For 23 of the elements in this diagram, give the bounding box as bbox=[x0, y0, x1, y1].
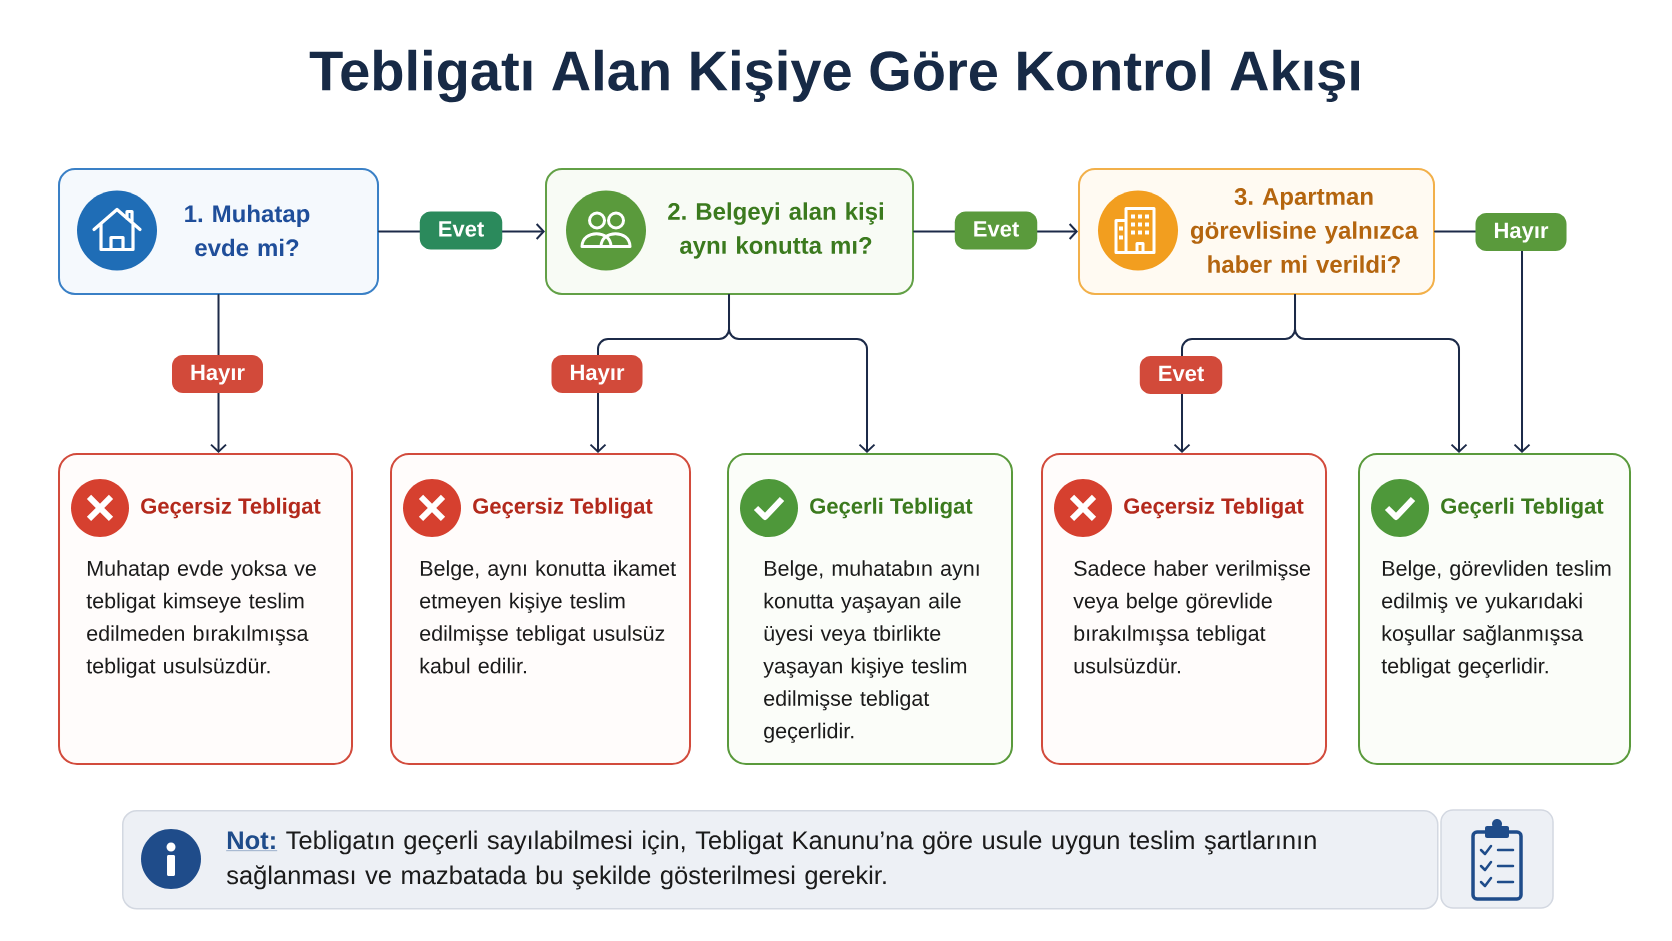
result-text: Muhatap evde yoksa ve tebligat kimseye teslim edilmeden bırakılmışsa tebligat usulsüzdür. bbox=[86, 560, 316, 678]
arrow bbox=[728, 294, 876, 453]
edge-label: Hayır bbox=[551, 355, 643, 393]
result-heading: Geçersiz Tebligat bbox=[141, 497, 321, 519]
result-text: Belge, görevliden teslim edilmiş ve yukarıdaki koşullar sağlanmışsa tebligat geçerlidir. bbox=[1381, 560, 1611, 678]
title: Tebligatı Alan Kişiye Göre Kontrol Akışı bbox=[309, 49, 1359, 103]
result-heading: Geçerli Tebligat bbox=[810, 497, 973, 519]
result-heading: Geçerli Tebligat bbox=[1441, 497, 1604, 519]
question-text: 2. Belgeyi alan kişi aynı konutta mı? bbox=[668, 202, 883, 259]
edge-label: Evet bbox=[1139, 356, 1223, 394]
edge-label: Hayır bbox=[172, 355, 264, 393]
arrow bbox=[1294, 294, 1468, 453]
edge-label: Evet bbox=[954, 211, 1038, 250]
result-text: Belge, muhatabın aynı konutta yaşayan aile üyesi veya tbirlikte yaşayan kişiye teslim edilmişse tebligat geçerlidir. bbox=[763, 560, 979, 743]
result-heading: Geçersiz Tebligat bbox=[473, 497, 653, 519]
result-text: Belge, aynı konutta ikamet etmeyen kişiye teslim edilmişse tebligat usulsüz kabul edilir. bbox=[420, 560, 676, 674]
edge-label: Hayır bbox=[1475, 213, 1567, 251]
edge-label: Evet bbox=[419, 211, 503, 250]
question-text: 1. Muhatap evde mi? bbox=[185, 204, 310, 257]
result-heading: Geçersiz Tebligat bbox=[1124, 497, 1304, 519]
question-text: 3. Apartman görevlisine yalnızca haber mi verildi? bbox=[1190, 188, 1419, 273]
note-text: Not: Tebligatın geçerli sayılabilmesi için, Tebligat Kanunu’na göre usule uygun teslim şartlarının sağlanması ve mazbatada bu şekilde gösterilmesi gerekir. bbox=[226, 830, 1316, 890]
result-text: Sadece haber verilmişse veya belge görevlide bırakılmışsa tebligat usulsüzdür. bbox=[1073, 560, 1310, 674]
